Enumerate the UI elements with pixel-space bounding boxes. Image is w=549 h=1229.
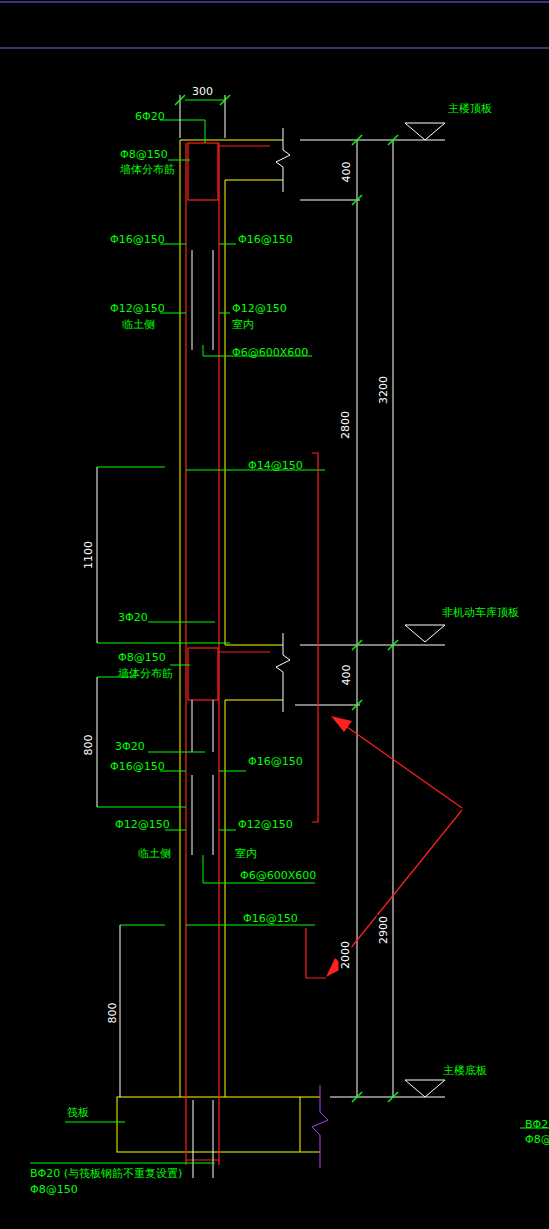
- annotation-text: Φ16@150: [238, 233, 293, 246]
- annotation-text: 300: [192, 85, 213, 98]
- annotation-text: Φ16@150: [248, 755, 303, 768]
- annotation-text: Φ12@150: [110, 302, 165, 315]
- annotation-text: 主楼顶板: [448, 102, 492, 115]
- annotation-text: 主楼底板: [443, 1064, 487, 1077]
- annotation-text: Φ8@150: [118, 651, 166, 664]
- annotation-text: 6Φ20: [135, 110, 165, 123]
- annotation-text: Φ14@150: [248, 459, 303, 472]
- annotation-text: Φ12@150: [232, 302, 287, 315]
- dimension-text: 800: [82, 734, 95, 757]
- annotation-text: Φ16@150: [110, 233, 165, 246]
- annotation-text: BΦ20: [525, 1118, 549, 1131]
- annotation-text: 3Φ20: [118, 611, 148, 624]
- annotation-text: 室内: [232, 318, 254, 331]
- annotation-text: BΦ20 (与筏板钢筋不重复设置): [30, 1167, 182, 1180]
- annotation-text: Φ8@150: [525, 1133, 549, 1146]
- annotation-text: Φ12@150: [115, 818, 170, 831]
- annotation-text: Φ8@150: [120, 148, 168, 161]
- dimension-text: 2000: [339, 940, 352, 970]
- annotation-text: 3Φ20: [115, 740, 145, 753]
- dimension-text: 2900: [377, 915, 390, 945]
- annotation-text: 临土侧: [138, 847, 171, 860]
- dimension-text: 800: [106, 1002, 119, 1025]
- annotation-text: Φ12@150: [238, 818, 293, 831]
- annotation-text: 墙体分布筋: [118, 667, 173, 680]
- annotation-text: 室内: [235, 847, 257, 860]
- annotation-text: 非机动车库顶板: [442, 606, 519, 619]
- dimension-text: 3200: [377, 375, 390, 405]
- annotation-text: Φ8@150: [30, 1183, 78, 1196]
- annotation-text: 临土侧: [122, 318, 155, 331]
- annotation-text: Φ16@150: [110, 760, 165, 773]
- dimension-text: 400: [340, 664, 353, 687]
- dimension-text: 1100: [82, 540, 95, 570]
- annotation-text: Φ16@150: [243, 912, 298, 925]
- annotation-text: 筏板: [67, 1106, 89, 1119]
- annotation-text: Φ6@600X600: [240, 869, 316, 882]
- dimension-text: 2800: [339, 410, 352, 440]
- dimension-text: 400: [340, 161, 353, 184]
- annotation-text: Φ6@600X600: [232, 346, 308, 359]
- annotation-text: 墙体分布筋: [120, 163, 175, 176]
